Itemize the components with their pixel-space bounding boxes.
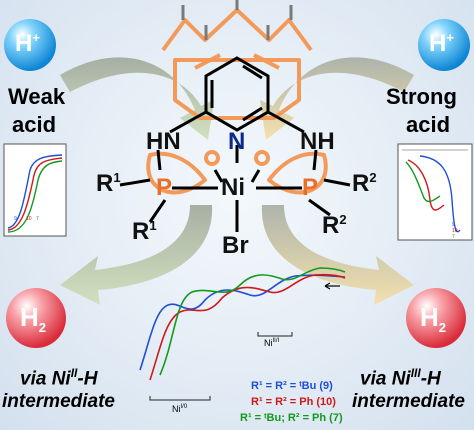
pyridine-n-label: N	[228, 128, 246, 155]
legend-entry-7: R¹ = ᵗBu; R² = Ph (7)	[240, 412, 343, 424]
svg-text:9: 9	[14, 216, 17, 222]
couple-label-upper: NiII/I	[264, 338, 280, 348]
svg-text:10: 10	[452, 228, 458, 234]
cv-trace-10	[149, 273, 346, 381]
cv-trace-7	[159, 267, 346, 376]
intermediate-right-line2: intermediate	[352, 391, 465, 412]
legend-entry-10: R¹ = R² = Ph (10)	[251, 396, 336, 408]
weak-acid-line1: Weak	[8, 84, 66, 109]
arrow-top-left	[60, 57, 214, 140]
arrow-top-right	[260, 57, 414, 140]
bond-lines	[119, 110, 351, 232]
proton-ball-icon	[4, 19, 56, 71]
hydrogen-ball-icon	[6, 288, 66, 348]
r2-top-right: R2	[352, 170, 377, 197]
proton-ball-icon	[418, 19, 470, 71]
phosphorus-left-label: P	[156, 174, 173, 201]
r1-bottom-left: R1	[132, 218, 157, 245]
arrow-bottom-left	[60, 205, 213, 305]
svg-text:9: 9	[452, 222, 455, 228]
proton-label-left: H+	[15, 30, 40, 57]
bromide-label: Br	[222, 232, 249, 259]
r1-top-left: R1	[96, 170, 121, 197]
nickel-label: Ni	[221, 174, 245, 201]
couple-label-lower: NiI/0	[172, 404, 188, 414]
legend-entry-9: R¹ = R² = ᵗBu (9)	[251, 380, 333, 392]
pyridine-ring-icon	[204, 56, 270, 132]
substituent-lines	[181, 0, 293, 40]
phosphorus-right-label: P	[302, 174, 319, 201]
weak-acid-line2: acid	[12, 112, 57, 137]
svg-text:10: 10	[26, 216, 32, 222]
h2-label-right: H2	[420, 302, 447, 336]
ligand-outline	[146, 8, 328, 195]
intermediate-left-line1: via NiII-H	[20, 366, 98, 390]
arrow-bottom-right	[261, 205, 414, 305]
cv-inset-left: 9 7 10	[3, 143, 67, 237]
hydrogen-ball-icon	[406, 288, 466, 348]
intermediate-right-line1: via NiIII-H	[360, 366, 441, 390]
intermediate-left-line2: intermediate	[2, 391, 115, 412]
strong-acid-line1: Strong	[386, 84, 457, 109]
strong-acid-line2: acid	[406, 112, 451, 137]
couple-brackets	[149, 332, 293, 401]
nh-right-label: NH	[300, 128, 335, 155]
r2-bottom-right: R2	[322, 212, 347, 239]
cv-main-traces	[139, 267, 346, 381]
hn-left-label: HN	[146, 128, 181, 155]
h2-label-left: H2	[20, 302, 47, 336]
cv-inset-right: 9 10 7	[397, 143, 473, 241]
svg-text:7: 7	[452, 234, 455, 240]
proton-label-right: H+	[429, 30, 454, 57]
svg-text:7: 7	[36, 216, 39, 222]
